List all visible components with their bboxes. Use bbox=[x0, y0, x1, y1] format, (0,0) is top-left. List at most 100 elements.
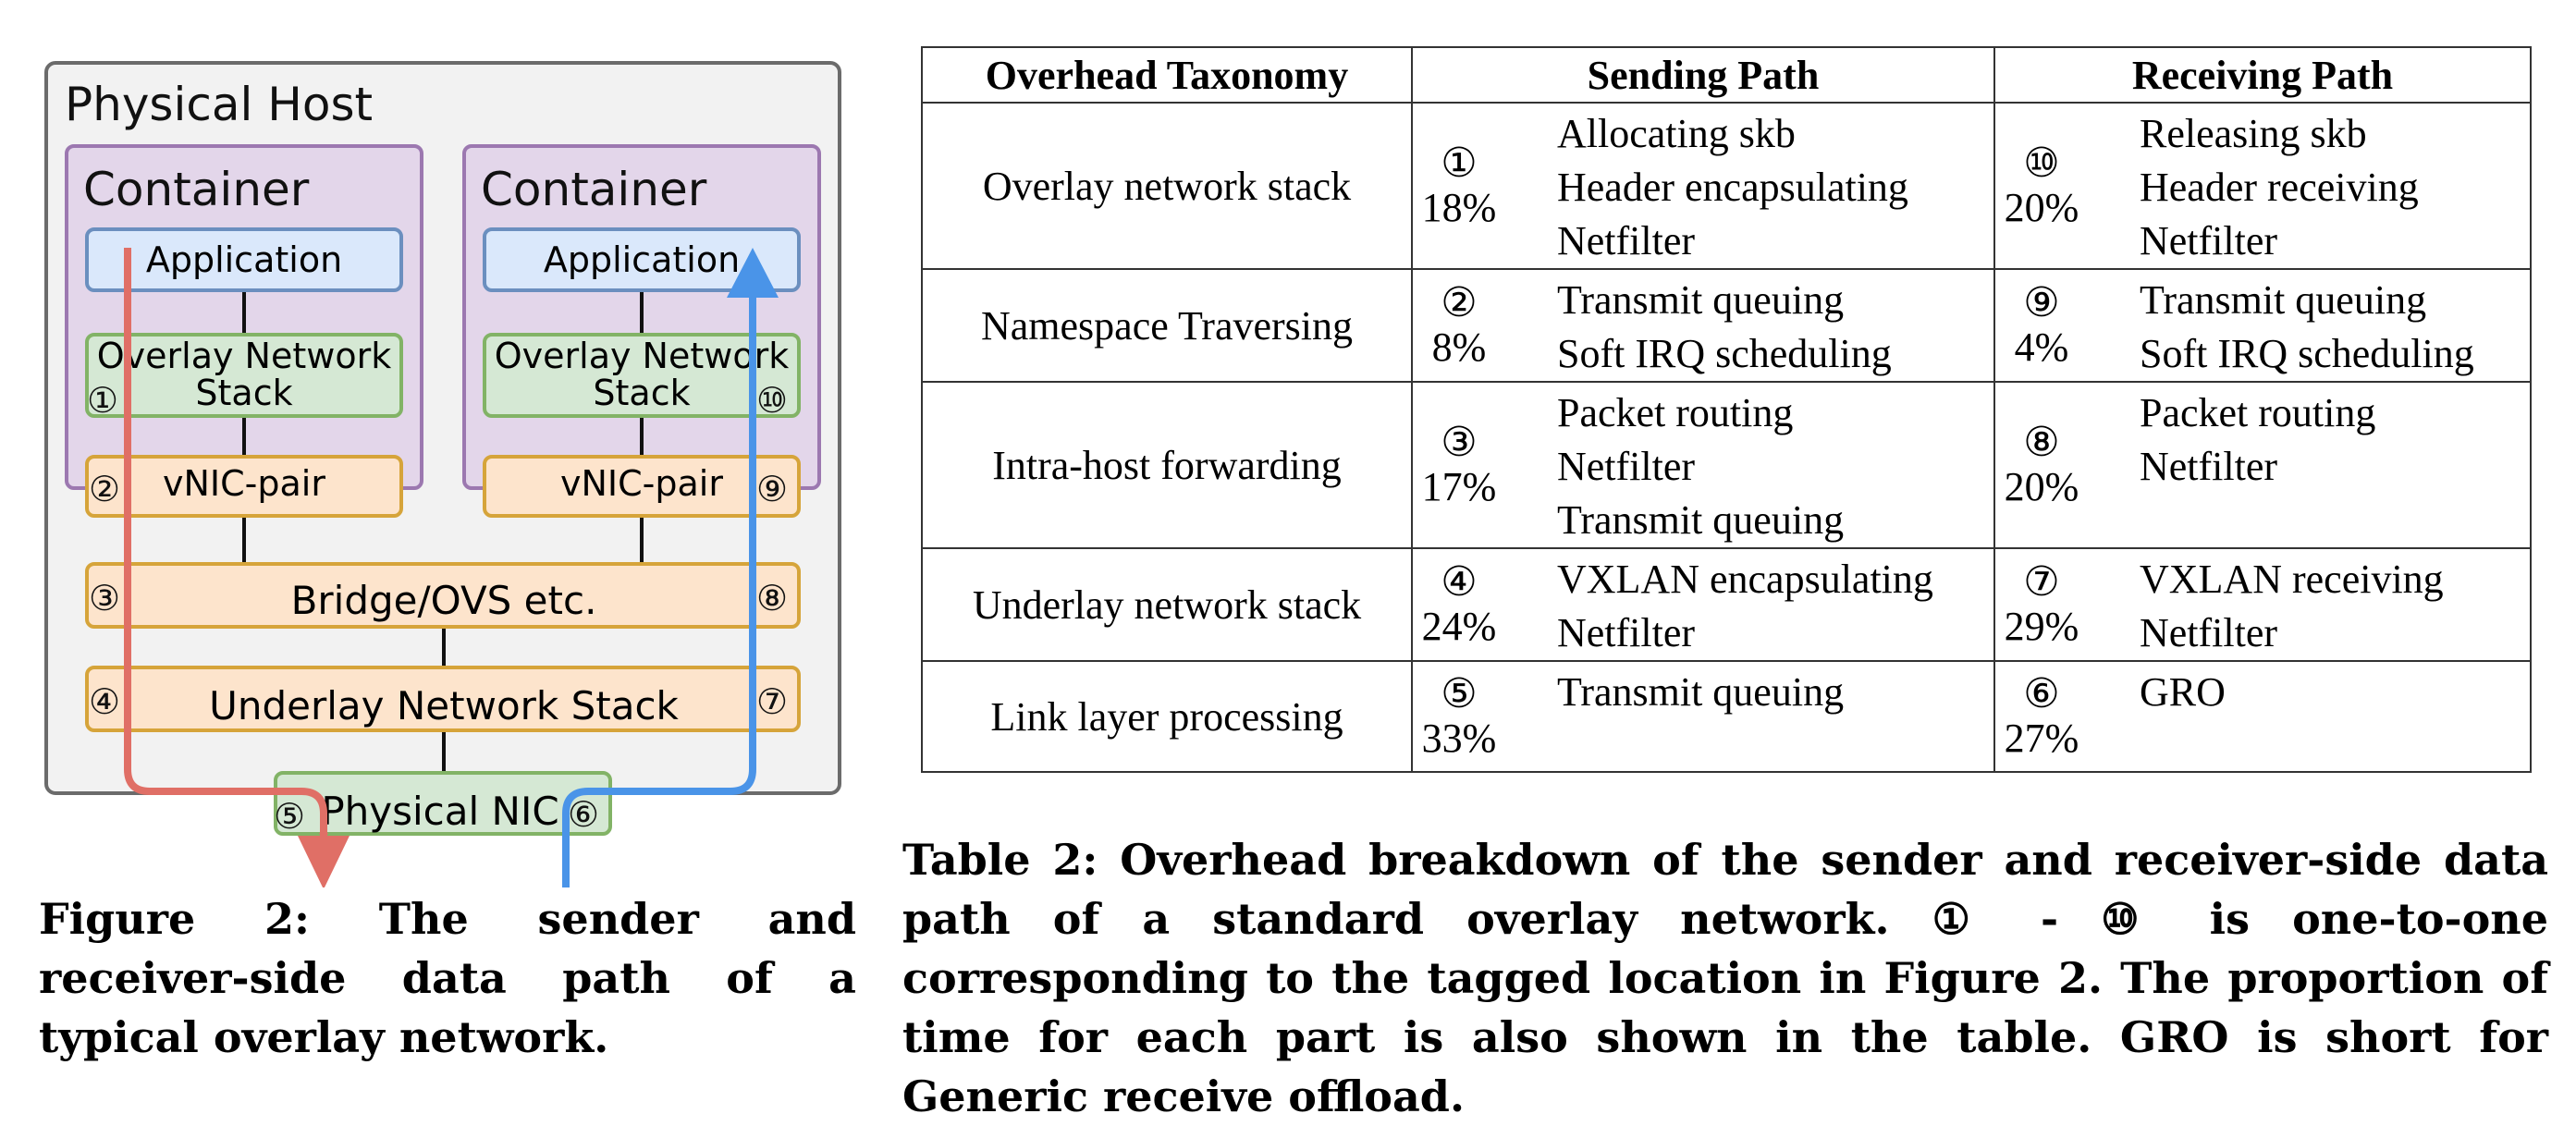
send-path-arrowhead bbox=[298, 836, 350, 887]
left-container-label: Container bbox=[83, 163, 310, 216]
left-application-box bbox=[85, 227, 403, 292]
physical-nic-box bbox=[274, 771, 612, 836]
item: Packet routing bbox=[1557, 390, 1794, 435]
right-application-label: Application bbox=[544, 239, 740, 280]
right-vnic-pair-box bbox=[483, 455, 801, 518]
right-container-label: Container bbox=[481, 163, 707, 216]
item: Header receiving bbox=[2140, 165, 2419, 210]
tag-percent: 17% bbox=[1421, 464, 1497, 509]
sending-items: VXLAN encapsulating Netfilter bbox=[1557, 553, 1933, 660]
item: GRO bbox=[2140, 669, 2226, 715]
item: Soft IRQ scheduling bbox=[2140, 331, 2474, 376]
left-overlay-stack-box bbox=[85, 333, 403, 418]
left-overlay-stack-label-2: Stack bbox=[195, 373, 292, 413]
bridge-ovs-box bbox=[85, 562, 801, 629]
tag-marker: ⑩ bbox=[2023, 141, 2060, 186]
sending-items: Allocating skb Header encapsulating Netf… bbox=[1557, 107, 1908, 268]
left-vnic-pair-box bbox=[85, 455, 403, 518]
category-cell: Intra-host forwarding bbox=[921, 381, 1413, 549]
header-taxonomy: Overhead Taxonomy bbox=[921, 46, 1413, 104]
marker-10: ⑩ bbox=[756, 380, 788, 421]
item: Transmit queuing bbox=[1557, 277, 1845, 323]
item: VXLAN receiving bbox=[2140, 557, 2444, 602]
right-overlay-stack-label-1: Overlay Network bbox=[495, 336, 789, 376]
item: Allocating skb bbox=[1557, 111, 1796, 156]
marker-9: ⑨ bbox=[756, 469, 788, 509]
item: Netfilter bbox=[2140, 444, 2278, 489]
tag-percent: 8% bbox=[1431, 324, 1487, 370]
tag-marker: ⑧ bbox=[2023, 420, 2060, 465]
tag-percent: 33% bbox=[1421, 716, 1497, 761]
receiving-items: Transmit queuing Soft IRQ scheduling bbox=[2140, 274, 2474, 381]
left-vnic-pair-label: vNIC-pair bbox=[163, 463, 325, 504]
header-sending-path: Sending Path bbox=[1411, 46, 1995, 104]
tag-marker: ② bbox=[1441, 280, 1478, 325]
tag-marker: ⑦ bbox=[2023, 559, 2060, 605]
tag-marker: ⑨ bbox=[2023, 280, 2060, 325]
underlay-stack-label: Underlay Network Stack bbox=[209, 683, 679, 728]
item: Packet routing bbox=[2140, 390, 2376, 435]
send-path-arrow bbox=[124, 248, 328, 842]
right-application-box bbox=[483, 227, 801, 292]
category-cell: Overlay network stack bbox=[921, 102, 1413, 270]
item: Netfilter bbox=[2140, 610, 2278, 655]
tag-percent: 27% bbox=[2004, 716, 2079, 761]
overlay-datapath-diagram: Physical Host Container Container Applic… bbox=[44, 61, 841, 887]
item: VXLAN encapsulating bbox=[1557, 557, 1933, 602]
item: Transmit queuing bbox=[2140, 277, 2427, 323]
category-cell: Namespace Traversing bbox=[921, 268, 1413, 383]
underlay-stack-box bbox=[85, 666, 801, 732]
marker-6: ⑥ bbox=[568, 794, 599, 835]
tag-marker: ⑥ bbox=[2023, 671, 2060, 716]
sending-items: Transmit queuing bbox=[1557, 666, 1844, 719]
table-caption: Table 2: Overhead breakdown of the sende… bbox=[902, 835, 2548, 1121]
item: Netfilter bbox=[1557, 444, 1696, 489]
tag-marker: ③ bbox=[1441, 420, 1478, 465]
tag-percent: 18% bbox=[1421, 185, 1497, 230]
marker-5: ⑤ bbox=[274, 796, 305, 837]
header-receiving-path: Receiving Path bbox=[1993, 46, 2532, 104]
sending-items: Packet routing Netfilter Transmit queuin… bbox=[1557, 386, 1844, 547]
item: Soft IRQ scheduling bbox=[1557, 331, 1892, 376]
item: Transmit queuing bbox=[1557, 669, 1845, 715]
tag-percent: 29% bbox=[2004, 604, 2079, 649]
left-application-label: Application bbox=[146, 239, 342, 280]
tag-marker: ⑤ bbox=[1441, 671, 1478, 716]
receive-path-arrow bbox=[562, 296, 756, 887]
marker-7: ⑦ bbox=[756, 681, 788, 722]
bridge-ovs-label: Bridge/OVS etc. bbox=[291, 578, 597, 623]
tag-marker: ① bbox=[1441, 141, 1478, 186]
item: Netfilter bbox=[1557, 610, 1696, 655]
right-overlay-stack-label-2: Stack bbox=[593, 373, 690, 413]
connector-lines bbox=[242, 292, 644, 773]
item: Netfilter bbox=[2140, 218, 2278, 263]
item: Transmit queuing bbox=[1557, 497, 1845, 543]
item: Releasing skb bbox=[2140, 111, 2367, 156]
table-header-row: Overhead Taxonomy Sending Path Receiving… bbox=[921, 46, 2532, 104]
physical-nic-label: Physical NIC bbox=[321, 789, 558, 834]
overhead-table: Overhead Taxonomy Sending Path Receiving… bbox=[921, 46, 2532, 773]
category-cell: Underlay network stack bbox=[921, 547, 1413, 662]
receiving-items: Releasing skb Header receiving Netfilter bbox=[2140, 107, 2419, 268]
marker-2: ② bbox=[89, 469, 120, 509]
right-vnic-pair-label: vNIC-pair bbox=[560, 463, 723, 504]
receiving-items: VXLAN receiving Netfilter bbox=[2140, 553, 2444, 660]
